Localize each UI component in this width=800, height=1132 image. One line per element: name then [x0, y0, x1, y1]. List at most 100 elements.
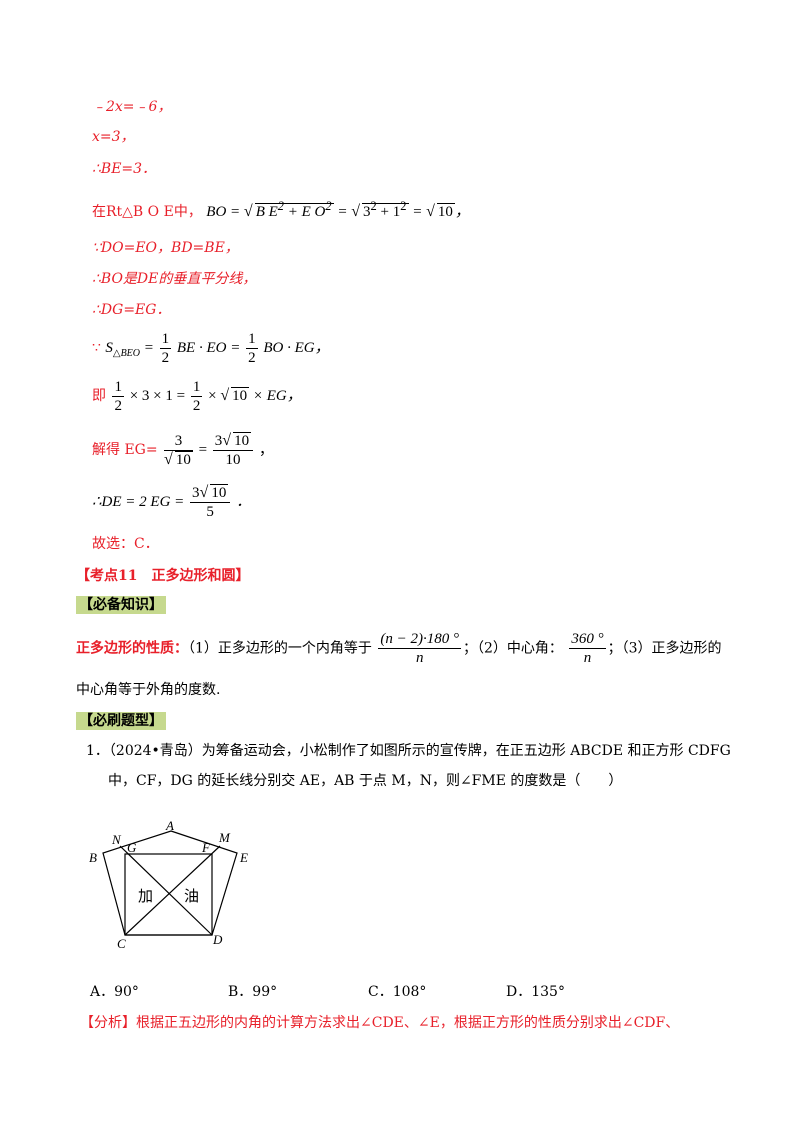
comma: ，	[258, 441, 274, 458]
label-b: B	[89, 850, 97, 865]
label-c: C	[117, 936, 126, 951]
pentagon-figure: A N M B G F E C D 加 油	[89, 820, 248, 951]
analysis-line: 【分析】根据正五边形的内角的计算方法求出∠CDE、∠E，根据正方形的性质分别求出…	[80, 1015, 680, 1031]
label-m: M	[218, 830, 231, 845]
question-line-1: 1．（2024•青岛）为筹备运动会，小松制作了如图所示的宣传牌，在正五边形 AB…	[86, 743, 731, 759]
radical-icon: √	[351, 203, 361, 220]
frac-den: n	[583, 650, 592, 666]
solution-line-4: 在Rt△B O E中， BO = √B E2 + E O2 = √32 + 12…	[92, 196, 470, 222]
frac-num: (n − 2)·180 °	[378, 631, 461, 649]
label-a: A	[165, 820, 174, 833]
radical-icon: √	[222, 432, 232, 449]
solution-line-11: ∴DE = 2 EG = 3√10 5 ．	[92, 484, 251, 521]
coef: 3	[192, 485, 200, 501]
frac-num: 1	[159, 331, 172, 349]
mid-expr: × 3 × 1 =	[129, 387, 186, 404]
be-term: B E	[255, 204, 278, 220]
solution-line-1: ﹣2x=﹣6，	[92, 99, 172, 115]
knowledge-title: 正多边形的性质：	[76, 640, 188, 657]
label-d: D	[212, 932, 223, 947]
line4-prefix: 在Rt△B O E中，	[92, 204, 202, 220]
frac-num: 1	[112, 379, 124, 397]
knowledge-p2: ；（2）中心角：	[463, 640, 563, 657]
knowledge-tag: 【必备知识】	[76, 595, 166, 615]
question-tag: 【必刷题型】	[76, 711, 166, 731]
three: 3	[363, 204, 371, 220]
option-d[interactable]: D．135°	[506, 984, 565, 1000]
label-e: E	[239, 850, 248, 865]
solution-line-2: x=3，	[92, 129, 135, 145]
pentagon-shape	[102, 830, 238, 936]
frac-num: 1	[246, 331, 258, 349]
de-expr: ∴DE = 2 EG =	[92, 493, 185, 510]
period: ．	[236, 493, 252, 510]
comma: ，	[454, 204, 470, 220]
frac-den: 2	[114, 398, 122, 414]
area-sub: △BEO	[112, 347, 141, 359]
radical-icon: √	[426, 203, 435, 220]
knowledge-line-1: 正多边形的性质：（1）正多边形的一个内角等于 (n − 2)·180 °n；（2…	[76, 630, 722, 667]
solution-line-5: ∵DO=EO，BD=BE，	[92, 240, 239, 256]
solution-line-3: ∴BE=3．	[92, 161, 157, 177]
eo-term: + E O	[287, 204, 326, 220]
knowledge-tag-label: 【必备知识】	[76, 596, 166, 614]
frac-den: 2	[192, 398, 201, 414]
text-jia: 加	[138, 888, 153, 905]
knowledge-line-2: 中心角等于外角的度数.	[76, 682, 221, 698]
times: ×	[208, 387, 217, 404]
eq: =	[143, 339, 154, 356]
because-sym: ∵	[92, 339, 101, 356]
frac-den: 10	[225, 452, 241, 468]
solution-line-6: ∴BO是DE的垂直平分线，	[92, 271, 257, 287]
frac-num: 3	[164, 432, 193, 451]
radical-icon: √	[164, 451, 173, 468]
radical-icon: √	[243, 203, 253, 220]
frac-den: 10	[174, 451, 193, 468]
area-s: S	[105, 339, 113, 356]
square-shape	[124, 853, 213, 936]
kaodian-heading: 【考点11 正多边形和圆】	[76, 568, 250, 584]
radical-icon: √	[220, 386, 230, 404]
option-b[interactable]: B．99°	[228, 984, 278, 1000]
be-eo: BE · EO =	[176, 339, 241, 356]
eq-1: =	[337, 204, 348, 220]
coef: 3	[214, 433, 223, 449]
frac-num: 1	[190, 379, 203, 397]
frac-den: 2	[161, 350, 170, 366]
eq: =	[198, 441, 208, 458]
plus-one: + 1	[380, 204, 401, 220]
label-g: G	[127, 840, 137, 855]
ten: 10	[233, 432, 252, 449]
question-line-2: 中，CF，DG 的延长线分别交 AE，AB 于点 M，N，则∠FME 的度数是（…	[108, 773, 623, 789]
line4-math: BO = √B E2 + E O2 = √32 + 12 = √10，	[206, 199, 470, 220]
radical-icon: √	[199, 484, 209, 501]
frac-den: 5	[206, 504, 214, 520]
solution-line-7: ∴DG=EG．	[92, 302, 171, 318]
bo-eg: BO · EG，	[263, 339, 330, 356]
knowledge-p3: ；（3）正多边形的	[607, 640, 722, 657]
ten: 10	[436, 203, 455, 220]
ji: 即	[92, 387, 106, 404]
label-n: N	[111, 832, 122, 847]
line-cf	[124, 845, 221, 936]
ten: 10	[231, 386, 250, 404]
eq-2: =	[412, 204, 423, 220]
option-c[interactable]: C．108°	[368, 984, 427, 1000]
solution-line-12: 故选：C．	[92, 536, 159, 552]
label-f: F	[201, 840, 211, 855]
frac-den: 2	[248, 350, 256, 366]
frac-den: n	[415, 650, 424, 666]
times-eg: × EG，	[252, 387, 302, 404]
knowledge-p1: （1）正多边形的一个内角等于	[188, 640, 372, 657]
text-you: 油	[184, 888, 199, 905]
question-tag-label: 【必刷题型】	[76, 712, 166, 730]
option-a[interactable]: A．90°	[90, 984, 139, 1000]
jiede: 解得 EG=	[92, 441, 158, 458]
ten: 10	[210, 484, 229, 501]
bo-eq: BO =	[206, 204, 241, 220]
line-dg	[119, 845, 213, 936]
frac-num: 360 °	[569, 631, 606, 649]
